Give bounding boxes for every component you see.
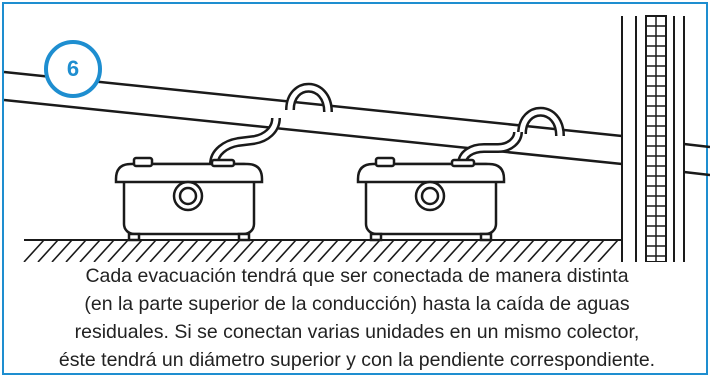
- hose-1: [209, 117, 281, 165]
- pump-unit-icon: [114, 156, 264, 242]
- step-number: 6: [66, 56, 80, 81]
- step-number-badge: 6: [44, 40, 102, 98]
- installation-illustration: [4, 15, 710, 262]
- connection-loop-1: [285, 82, 333, 113]
- caption-line: éste tendrá un diámetro superior y con l…: [58, 349, 656, 371]
- floor-hatch-icon: [23, 239, 622, 262]
- drain-pipe-icon: [4, 70, 710, 177]
- caption: Cada evacuación tendrá que ser conectada…: [4, 262, 710, 374]
- wall-icon: [621, 15, 685, 262]
- caption-line: (en la parte superior de la conducción) …: [84, 293, 630, 315]
- caption-line: residuales. Si se conectan varias unidad…: [74, 321, 640, 343]
- pump-unit-icon: [356, 156, 506, 242]
- connection-loop-2: [517, 106, 565, 137]
- caption-line: Cada evacuación tendrá que ser conectada…: [85, 265, 629, 287]
- hose-2: [457, 131, 523, 165]
- figure-frame: 6 Cada evacuación tendrá que ser conecta…: [2, 2, 710, 375]
